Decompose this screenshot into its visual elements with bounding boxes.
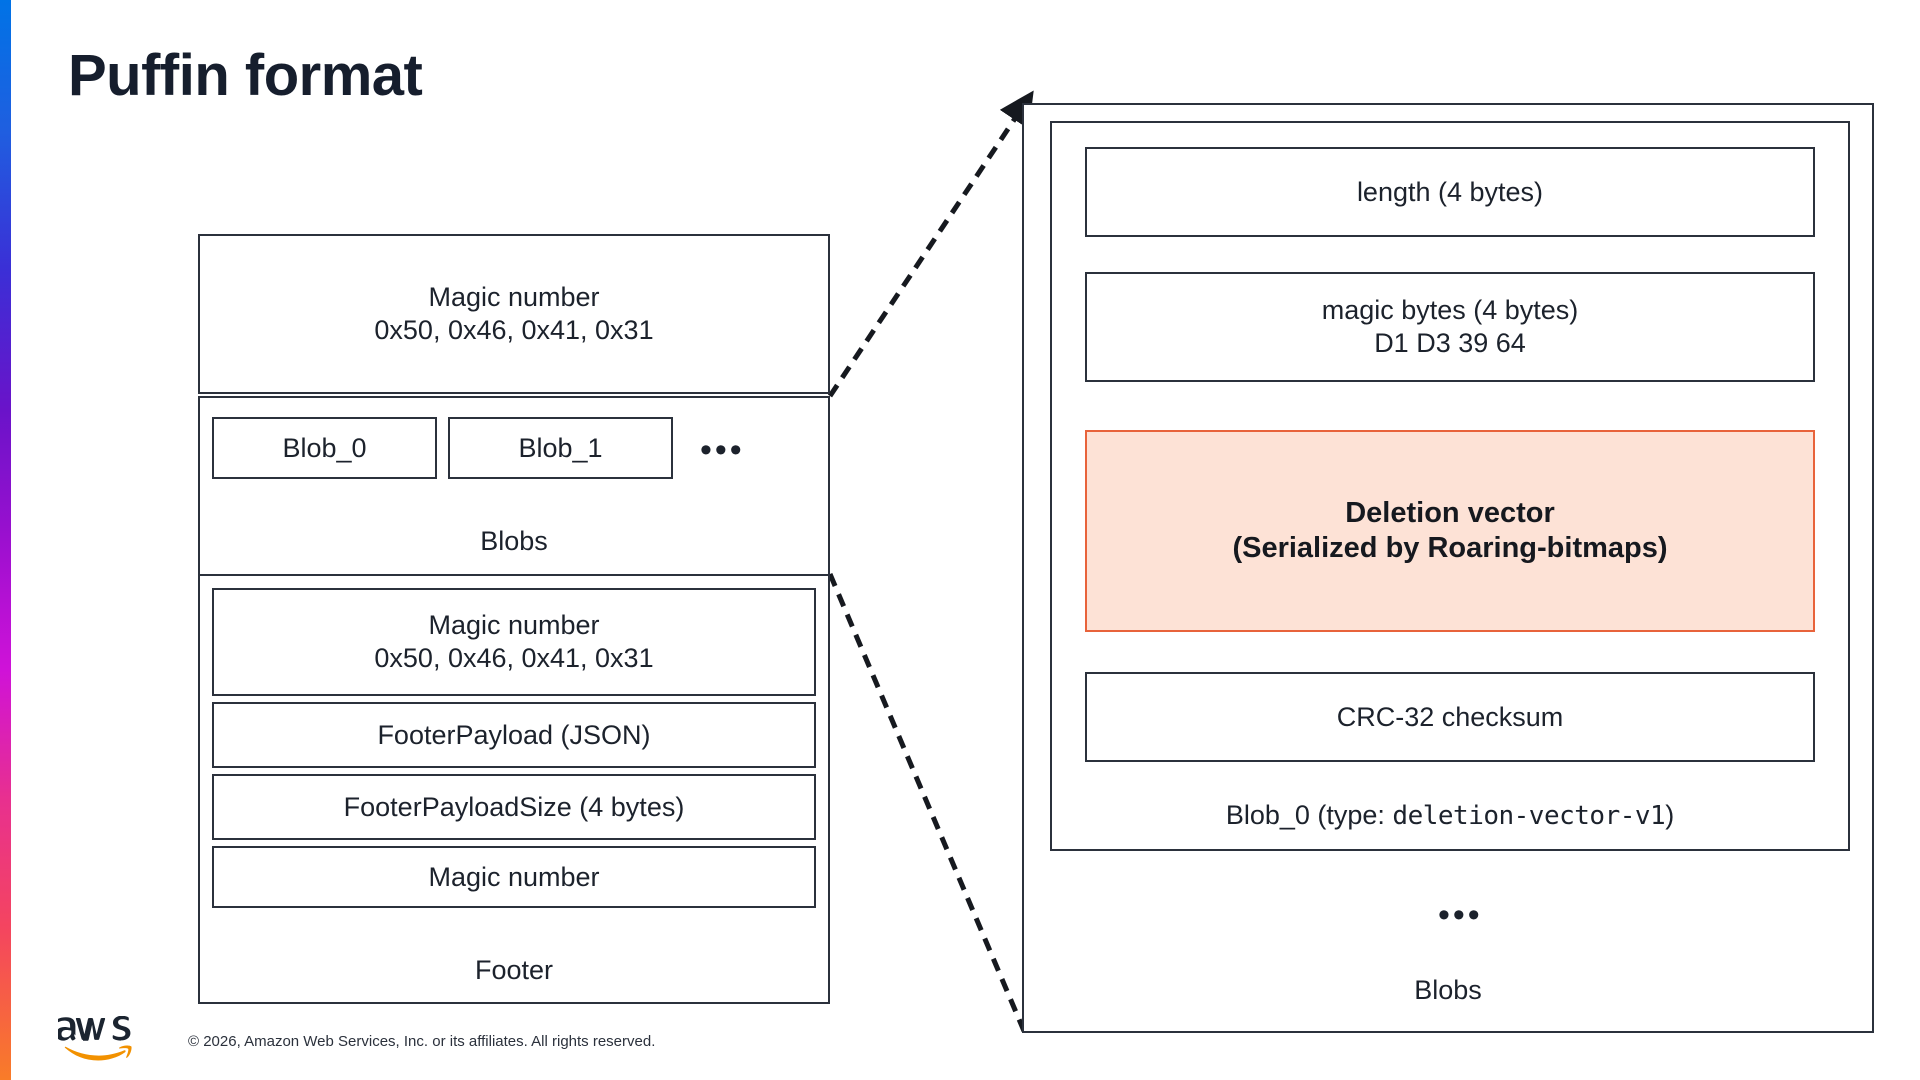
blob-0-type-suffix: ) — [1665, 800, 1675, 830]
footer-group-label: Footer — [474, 955, 554, 985]
blobs-group-label: Blobs — [480, 526, 548, 556]
magic-number-line1: Magic number — [428, 282, 600, 313]
aws-logo — [58, 1016, 132, 1061]
blob-0-type-prefix: Blob_0 (type: — [1225, 800, 1393, 830]
blob-0-type-label: Blob_0 (type: deletion-vector-v1) — [1050, 800, 1850, 831]
blobs-ellipsis-icon: ••• — [700, 431, 745, 469]
magic-number-line2: 0x50, 0x46, 0x41, 0x31 — [374, 315, 654, 345]
deletion-vector-line1: Deletion vector — [1345, 496, 1555, 529]
right-blobs-ellipsis-icon: ••• — [1438, 896, 1483, 934]
footer-magic-number-box: Magic number 0x50, 0x46, 0x41, 0x31 — [212, 588, 816, 696]
blob-magic-bytes-box: magic bytes (4 bytes) D1 D3 39 64 — [1085, 272, 1815, 382]
blob-1-label: Blob_1 — [518, 432, 603, 463]
footer-magic-number-line1: Magic number — [428, 610, 600, 641]
crc32-checksum-box: CRC-32 checksum — [1085, 672, 1815, 762]
footer-magic-number-line2: 0x50, 0x46, 0x41, 0x31 — [374, 643, 654, 673]
footer-payload-label: FooterPayload (JSON) — [377, 719, 651, 750]
blob-0-type-value: deletion-vector-v1 — [1392, 801, 1666, 831]
crc32-checksum-label: CRC-32 checksum — [1336, 701, 1564, 732]
blob-1-box: Blob_1 — [448, 417, 673, 479]
footer-trailing-magic-number-label: Magic number — [428, 861, 600, 892]
footer-payload-size-label: FooterPayloadSize (4 bytes) — [343, 791, 685, 822]
puffin-file-layout-diagram: Magic number 0x50, 0x46, 0x41, 0x31 Blob… — [0, 0, 900, 1080]
blob-magic-bytes-line2: D1 D3 39 64 — [1374, 328, 1526, 358]
deletion-vector-line2: (Serialized by Roaring-bitmaps) — [1232, 532, 1668, 564]
magic-number-box: Magic number 0x50, 0x46, 0x41, 0x31 — [198, 234, 830, 394]
blob-magic-bytes-line1: magic bytes (4 bytes) — [1321, 295, 1579, 326]
accent-gradient-bar — [0, 0, 11, 1080]
blob-length-box: length (4 bytes) — [1085, 147, 1815, 237]
deletion-vector-box: Deletion vector (Serialized by Roaring-b… — [1085, 430, 1815, 632]
page-title: Puffin format — [68, 43, 423, 108]
blob-0-box: Blob_0 — [212, 417, 437, 479]
right-blobs-group-label: Blobs — [1414, 975, 1482, 1005]
footer-payload-size-box: FooterPayloadSize (4 bytes) — [212, 774, 816, 840]
blob-length-label: length (4 bytes) — [1356, 176, 1544, 207]
blob-0-label: Blob_0 — [282, 432, 367, 463]
copyright-notice: © 2026, Amazon Web Services, Inc. or its… — [188, 1033, 656, 1050]
footer-trailing-magic-number-box: Magic number — [212, 846, 816, 908]
footer-payload-box: FooterPayload (JSON) — [212, 702, 816, 768]
